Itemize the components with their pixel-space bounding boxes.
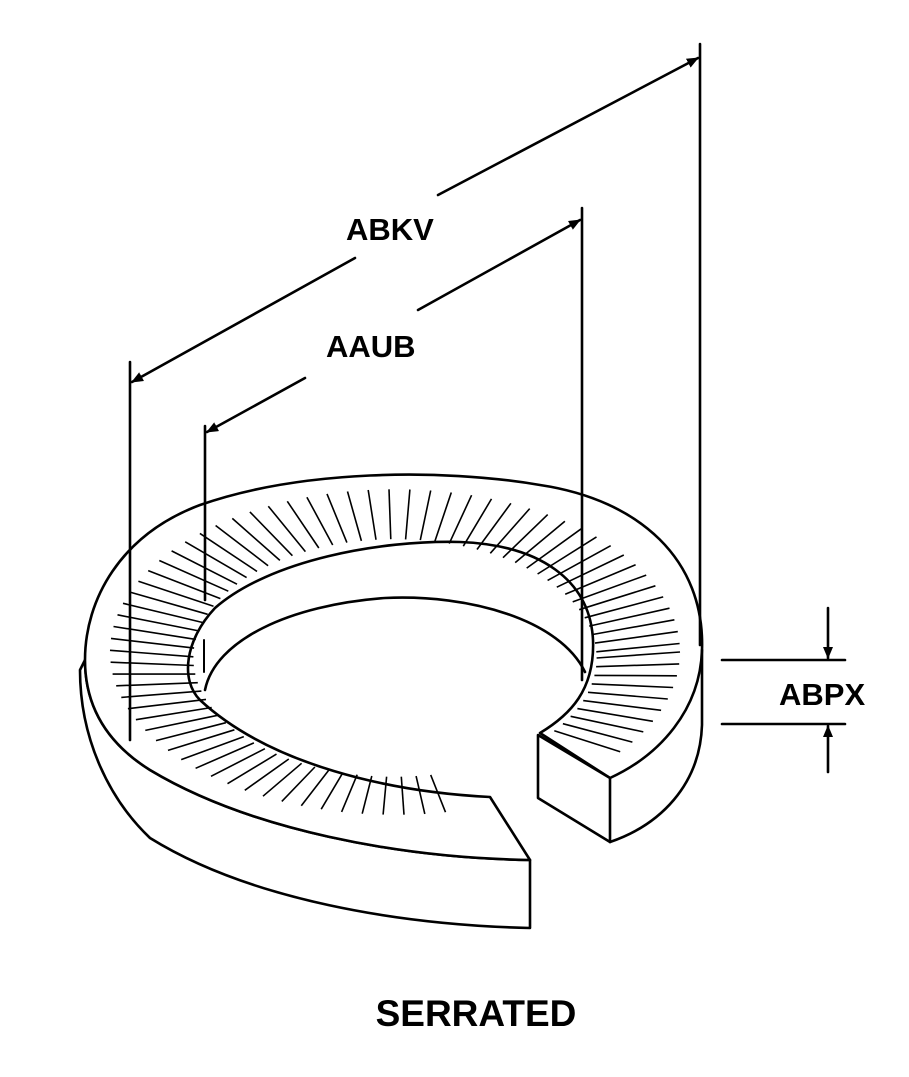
serration-line [587,691,668,700]
serration-line [570,715,644,733]
serration-line [180,735,245,761]
serration-line [340,774,358,813]
serration-line [448,494,473,544]
serration-line [244,758,290,791]
serration-line [145,714,219,732]
serration-line [262,762,303,797]
dimension-thickness: ABPX [720,606,865,774]
serration-line [419,490,432,541]
serration-line [592,619,675,636]
outer-diameter-label: ABKV [346,212,434,247]
serration-line [158,559,229,592]
serration-line [526,528,582,569]
serration-line [184,541,248,579]
serration-line [502,514,549,559]
serration-line [591,683,674,689]
serration-line [167,729,235,752]
serration-line [556,554,625,588]
serration-line [367,489,377,540]
washer-drawing [78,473,704,930]
inner-diameter-dimension-line-upper [416,218,582,312]
serration-line [476,502,512,550]
serration-line [434,492,453,542]
serration-line [404,489,411,540]
serration-line [554,730,621,753]
serration-line [547,544,612,582]
serration-line [489,508,531,554]
serration-line [596,642,680,653]
dimension-outer-diameter: ABKV [128,42,702,742]
serration-line [415,775,426,815]
serration-line [199,532,258,573]
serration-line [129,591,208,616]
serration-line [195,742,255,770]
serration-line [537,536,597,575]
serration-line [564,564,636,596]
serration-line [147,569,221,600]
serration-line [320,772,344,810]
serration-line [361,775,373,814]
serration-line [155,721,227,742]
outer-diameter-dimension-line-upper [436,56,700,197]
outer-diameter-dimension-line-lower [130,256,357,384]
serration-line [121,690,202,699]
inner-diameter-label: AAUB [326,329,416,364]
serration-line [388,489,392,540]
serration-line [227,753,277,785]
serration-line [110,661,194,667]
serration-line [231,517,281,561]
serration-line [109,649,194,658]
serration-line [562,722,633,743]
inner-diameter-dimension-line-lower [205,376,307,434]
serration-line [514,520,566,564]
serration-line [267,505,307,553]
serration-line [589,607,670,627]
serration-line [594,630,678,644]
serration-line [300,769,330,807]
dimension-inner-diameter: AAUB [203,206,584,682]
serration-line [306,496,334,546]
serration-line [215,524,269,567]
serration-line [462,498,493,547]
serration-line [382,776,388,815]
serration-line [577,707,654,723]
diagram-caption: SERRATED [376,993,577,1034]
serration-line [113,625,197,641]
serration-line [400,776,405,815]
thickness-label: ABPX [779,677,865,712]
serration-line [249,511,293,557]
serration-line [596,651,681,659]
serration-line [110,637,195,649]
serration-line [127,698,207,710]
serration-line [596,663,680,668]
serration-line [210,747,266,778]
serration-line [584,596,664,619]
serration-line [138,580,214,608]
serration-line [122,602,203,624]
serration-line [583,699,662,712]
serration-line [286,500,320,549]
washer-inner-bore-edge [203,596,587,692]
serration-line [281,766,316,802]
washer-right-side-edge [608,648,704,844]
serration-line [578,585,656,611]
serration-line [429,774,447,813]
serration-line [572,574,647,603]
serration-line [346,491,363,542]
washer-top-face [83,473,704,862]
serration-line [326,493,348,543]
serration-line [135,706,212,721]
